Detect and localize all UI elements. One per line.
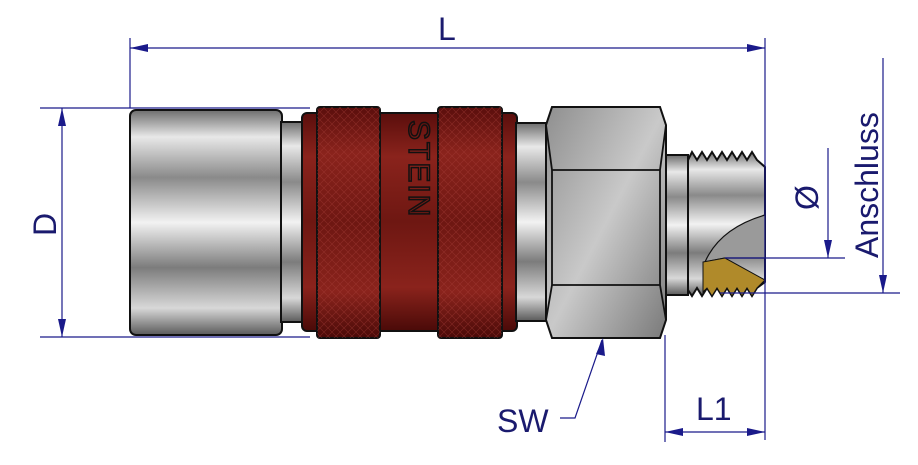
socket-sleeve xyxy=(129,109,283,336)
dimension-bore: Ø xyxy=(725,148,845,259)
label-L: L xyxy=(438,11,456,47)
coupling-body: STEIN xyxy=(129,106,766,339)
label-connection: Anschluss xyxy=(849,112,885,258)
label-bore: Ø xyxy=(789,185,825,210)
dimension-L: L xyxy=(129,11,766,440)
hex-nut xyxy=(545,106,667,339)
stein-logo: STEIN xyxy=(401,119,436,219)
dimension-SW: SW xyxy=(497,338,605,439)
thread-collar xyxy=(665,154,689,296)
label-SW: SW xyxy=(497,403,549,439)
dimension-L1: L1 xyxy=(664,335,765,442)
label-L1: L1 xyxy=(696,391,732,427)
brass-section xyxy=(702,257,766,297)
dimension-D: D xyxy=(27,107,310,338)
svg-text:STEIN: STEIN xyxy=(402,120,435,218)
neck xyxy=(515,122,547,322)
dimension-connection: Anschluss xyxy=(720,58,900,294)
label-D: D xyxy=(27,213,63,236)
